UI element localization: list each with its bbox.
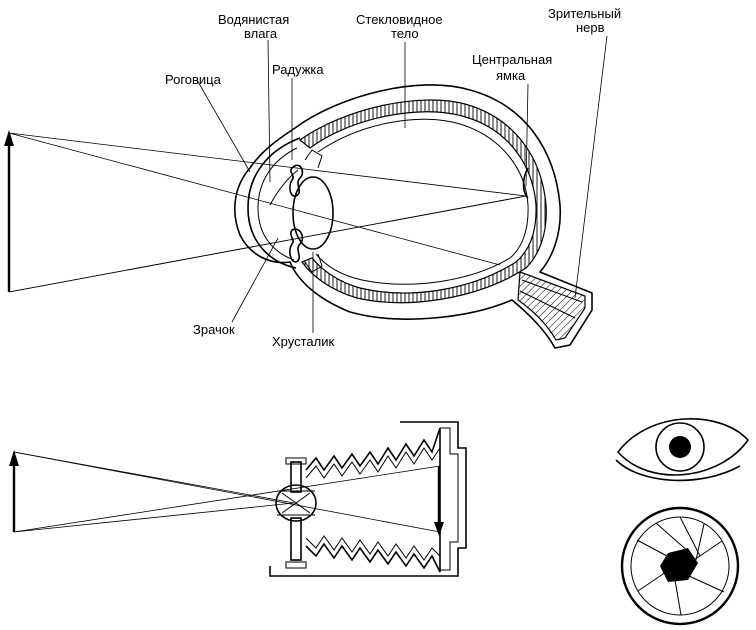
fovea-label-1: Центральная	[472, 52, 552, 67]
light-rays	[8, 132, 527, 293]
vitreous-outline	[315, 118, 529, 285]
camera-back-inner	[440, 427, 459, 571]
bellows-bottom	[305, 542, 441, 573]
choroid-band	[299, 99, 547, 304]
iris-label: Радужка	[272, 62, 324, 77]
vitreous-label-1: Стекловидное	[356, 12, 443, 27]
camera-back	[269, 421, 467, 577]
leader-lines	[196, 35, 608, 333]
pupil-label: Зрачок	[193, 322, 235, 337]
aqueous-chamber	[269, 169, 299, 206]
camera-diagram	[9, 421, 467, 577]
cornea-label: Роговица	[165, 72, 222, 87]
cornea-inner	[257, 147, 298, 261]
eye-icon	[615, 418, 750, 482]
aqueous-label-2: влага	[244, 26, 278, 41]
vitreous-label-2: тело	[391, 26, 419, 41]
inverted-image-arrow	[434, 466, 444, 536]
ciliary-upper	[304, 149, 323, 169]
aqueous-label-1: Водянистая	[218, 12, 289, 27]
iris-lower	[289, 228, 304, 263]
lens	[292, 176, 334, 250]
upward-arrow-icon	[4, 130, 14, 292]
lens-label: Хрусталик	[272, 334, 334, 349]
eye-cross-section: Водянистая влага Стекловидное тело Зрите…	[4, 6, 621, 349]
eye-labels: Водянистая влага Стекловидное тело Зрите…	[165, 6, 621, 349]
bellows-top	[305, 427, 441, 472]
optic-nerve-label-2: нерв	[576, 20, 605, 35]
camera-light-rays	[13, 451, 441, 533]
fovea-label-2: ямка	[496, 68, 526, 83]
sclera-outline	[234, 84, 593, 349]
upward-arrow-icon	[9, 450, 19, 532]
ciliary-lower	[304, 253, 323, 273]
camera-lens-mount	[275, 457, 317, 569]
bellows-top-inner	[305, 447, 441, 479]
optic-nerve-label-1: Зрительный	[548, 6, 621, 21]
bellows-bottom-inner	[305, 535, 441, 561]
cornea	[247, 137, 301, 269]
camera-aperture-icon	[620, 506, 740, 626]
